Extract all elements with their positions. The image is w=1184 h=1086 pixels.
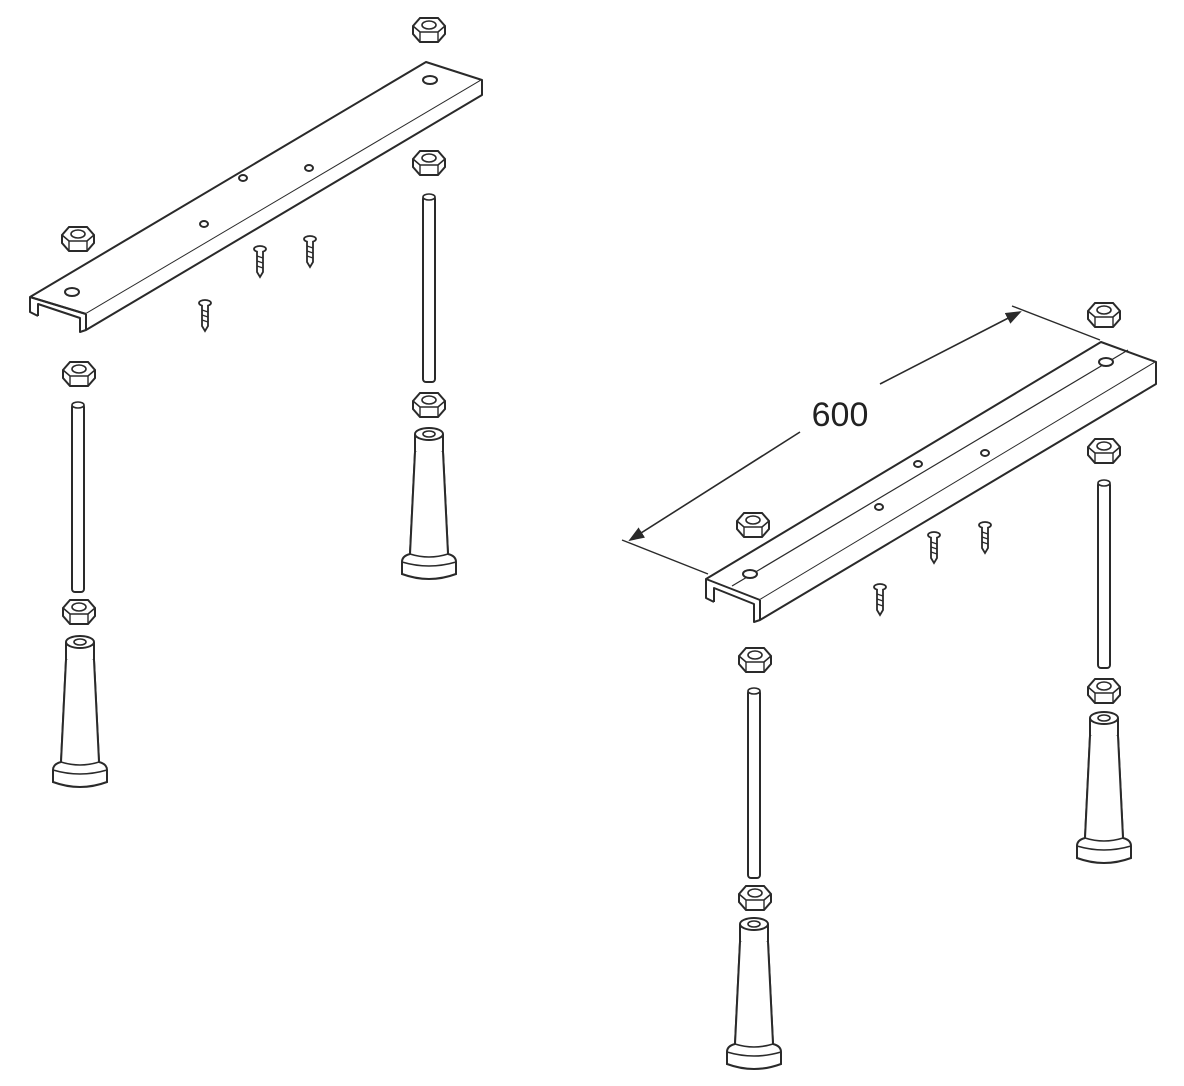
right-nut-rail-top bbox=[1087, 302, 1121, 328]
left-screw-1 bbox=[253, 245, 267, 278]
dimension-line bbox=[628, 311, 1022, 542]
left-nut-rod-right-top bbox=[412, 150, 446, 176]
left-rod-right bbox=[422, 193, 436, 383]
left-nut-rail-left bbox=[61, 226, 95, 252]
right-nut-rod-right-bottom bbox=[1087, 678, 1121, 704]
right-rod-right bbox=[1097, 479, 1111, 669]
right-screw-1 bbox=[927, 531, 941, 564]
right-nut-rod-right-top bbox=[1087, 438, 1121, 464]
right-screw-3 bbox=[873, 583, 887, 616]
right-nut-rod-left-bottom bbox=[738, 885, 772, 911]
right-rod-left bbox=[747, 687, 761, 879]
left-rod-left bbox=[71, 401, 85, 593]
right-foot-right bbox=[1076, 711, 1132, 864]
left-nut-rod-left-bottom bbox=[62, 599, 96, 625]
right-nut-rod-left-top bbox=[738, 647, 772, 673]
left-nut-rod-right-bottom bbox=[412, 392, 446, 418]
left-screw-3 bbox=[198, 299, 212, 332]
left-nut-rail-top bbox=[412, 17, 446, 43]
left-leg-kit bbox=[29, 17, 483, 788]
left-foot-left bbox=[52, 635, 108, 788]
right-channel-rail bbox=[705, 341, 1157, 623]
right-nut-rail-left bbox=[736, 512, 770, 538]
left-channel-rail bbox=[29, 61, 483, 333]
right-leg-kit: 600 bbox=[621, 302, 1157, 1070]
dimension-extension-lines bbox=[621, 305, 1101, 575]
left-foot-right bbox=[401, 427, 457, 580]
dimension-label: 600 bbox=[812, 396, 869, 434]
left-nut-rod-left-top bbox=[62, 361, 96, 387]
left-screw-2 bbox=[303, 235, 317, 268]
right-screw-2 bbox=[978, 521, 992, 554]
right-foot-left bbox=[726, 917, 782, 1070]
